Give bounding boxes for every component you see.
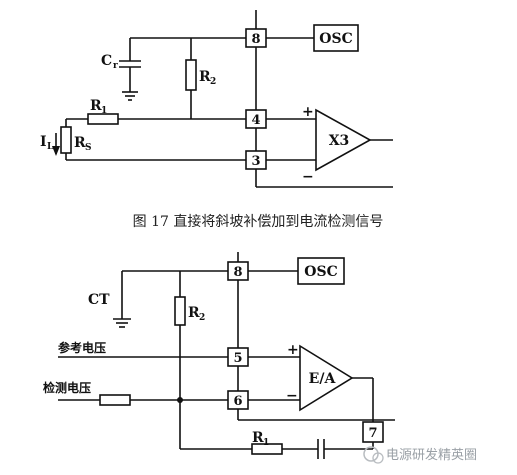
r2-label-top: R [199,69,211,85]
pin4-label-top: 4 [251,113,260,128]
r2-resistor-bottom [174,296,186,326]
r1-subscript-bottom: 1 [263,438,269,448]
r2-subscript-top: 2 [210,77,216,87]
ref-voltage-label: 参考电压 [58,340,106,355]
ea-plus: + [287,342,299,358]
sense-resistor [99,394,131,406]
pin8-label-bottom: 8 [233,265,242,280]
r2-subscript-bottom: 2 [199,313,205,323]
watermark: 电源研发精英圈 [363,446,477,464]
junction-dot [177,397,183,403]
rs-label: R [74,135,86,151]
osc-block-top [313,24,359,52]
osc-label-bottom: OSC [304,264,337,280]
pin6-label: 6 [233,394,242,409]
rs-resistor [60,126,72,154]
osc-block-bottom [297,257,345,285]
cr-label: C [101,53,112,69]
rs-subscript: S [85,143,92,153]
pin8-box-top [245,28,267,48]
r1-subscript-top: 1 [101,106,107,116]
il-subscript: L [47,142,54,152]
sense-voltage-label: 检测电压 [43,380,91,395]
ea-label: E/A [309,371,337,387]
wechat-icon [363,446,379,462]
pin7-label: 7 [368,426,377,441]
pin5-label: 5 [233,351,242,366]
pin8-label-top: 8 [251,32,260,47]
r2-label-bottom: R [188,305,200,321]
x3-minus: − [302,169,314,185]
figure-top-schematic: OSC C r R 2 R 1 I L R S 8 [40,10,393,188]
osc-label-top: OSC [319,31,352,47]
ct-label: CT [88,292,110,308]
error-amplifier [299,344,354,412]
r2-resistor-top [185,59,197,91]
figure-bottom-schematic: OSC CT R 2 参考电压 检测电压 8 5 6 + − [43,252,395,459]
il-label: I [40,134,47,150]
pin3-label-top: 3 [251,154,260,169]
r1-label-top: R [90,98,102,114]
pin8-box-bottom [227,261,249,281]
il-arrow-head [52,146,60,156]
r1-label-bottom: R [252,430,264,446]
x3-label: X3 [329,133,350,149]
x3-plus: + [302,104,314,120]
cr-subscript: r [113,61,118,71]
ea-minus: − [286,388,298,404]
figure-caption: 图 17 直接将斜坡补偿加到电流检测信号 [133,213,384,230]
comparator-x3 [315,108,372,172]
wechat-icon-bubble [372,452,384,464]
watermark-text: 电源研发精英圈 [386,447,477,463]
